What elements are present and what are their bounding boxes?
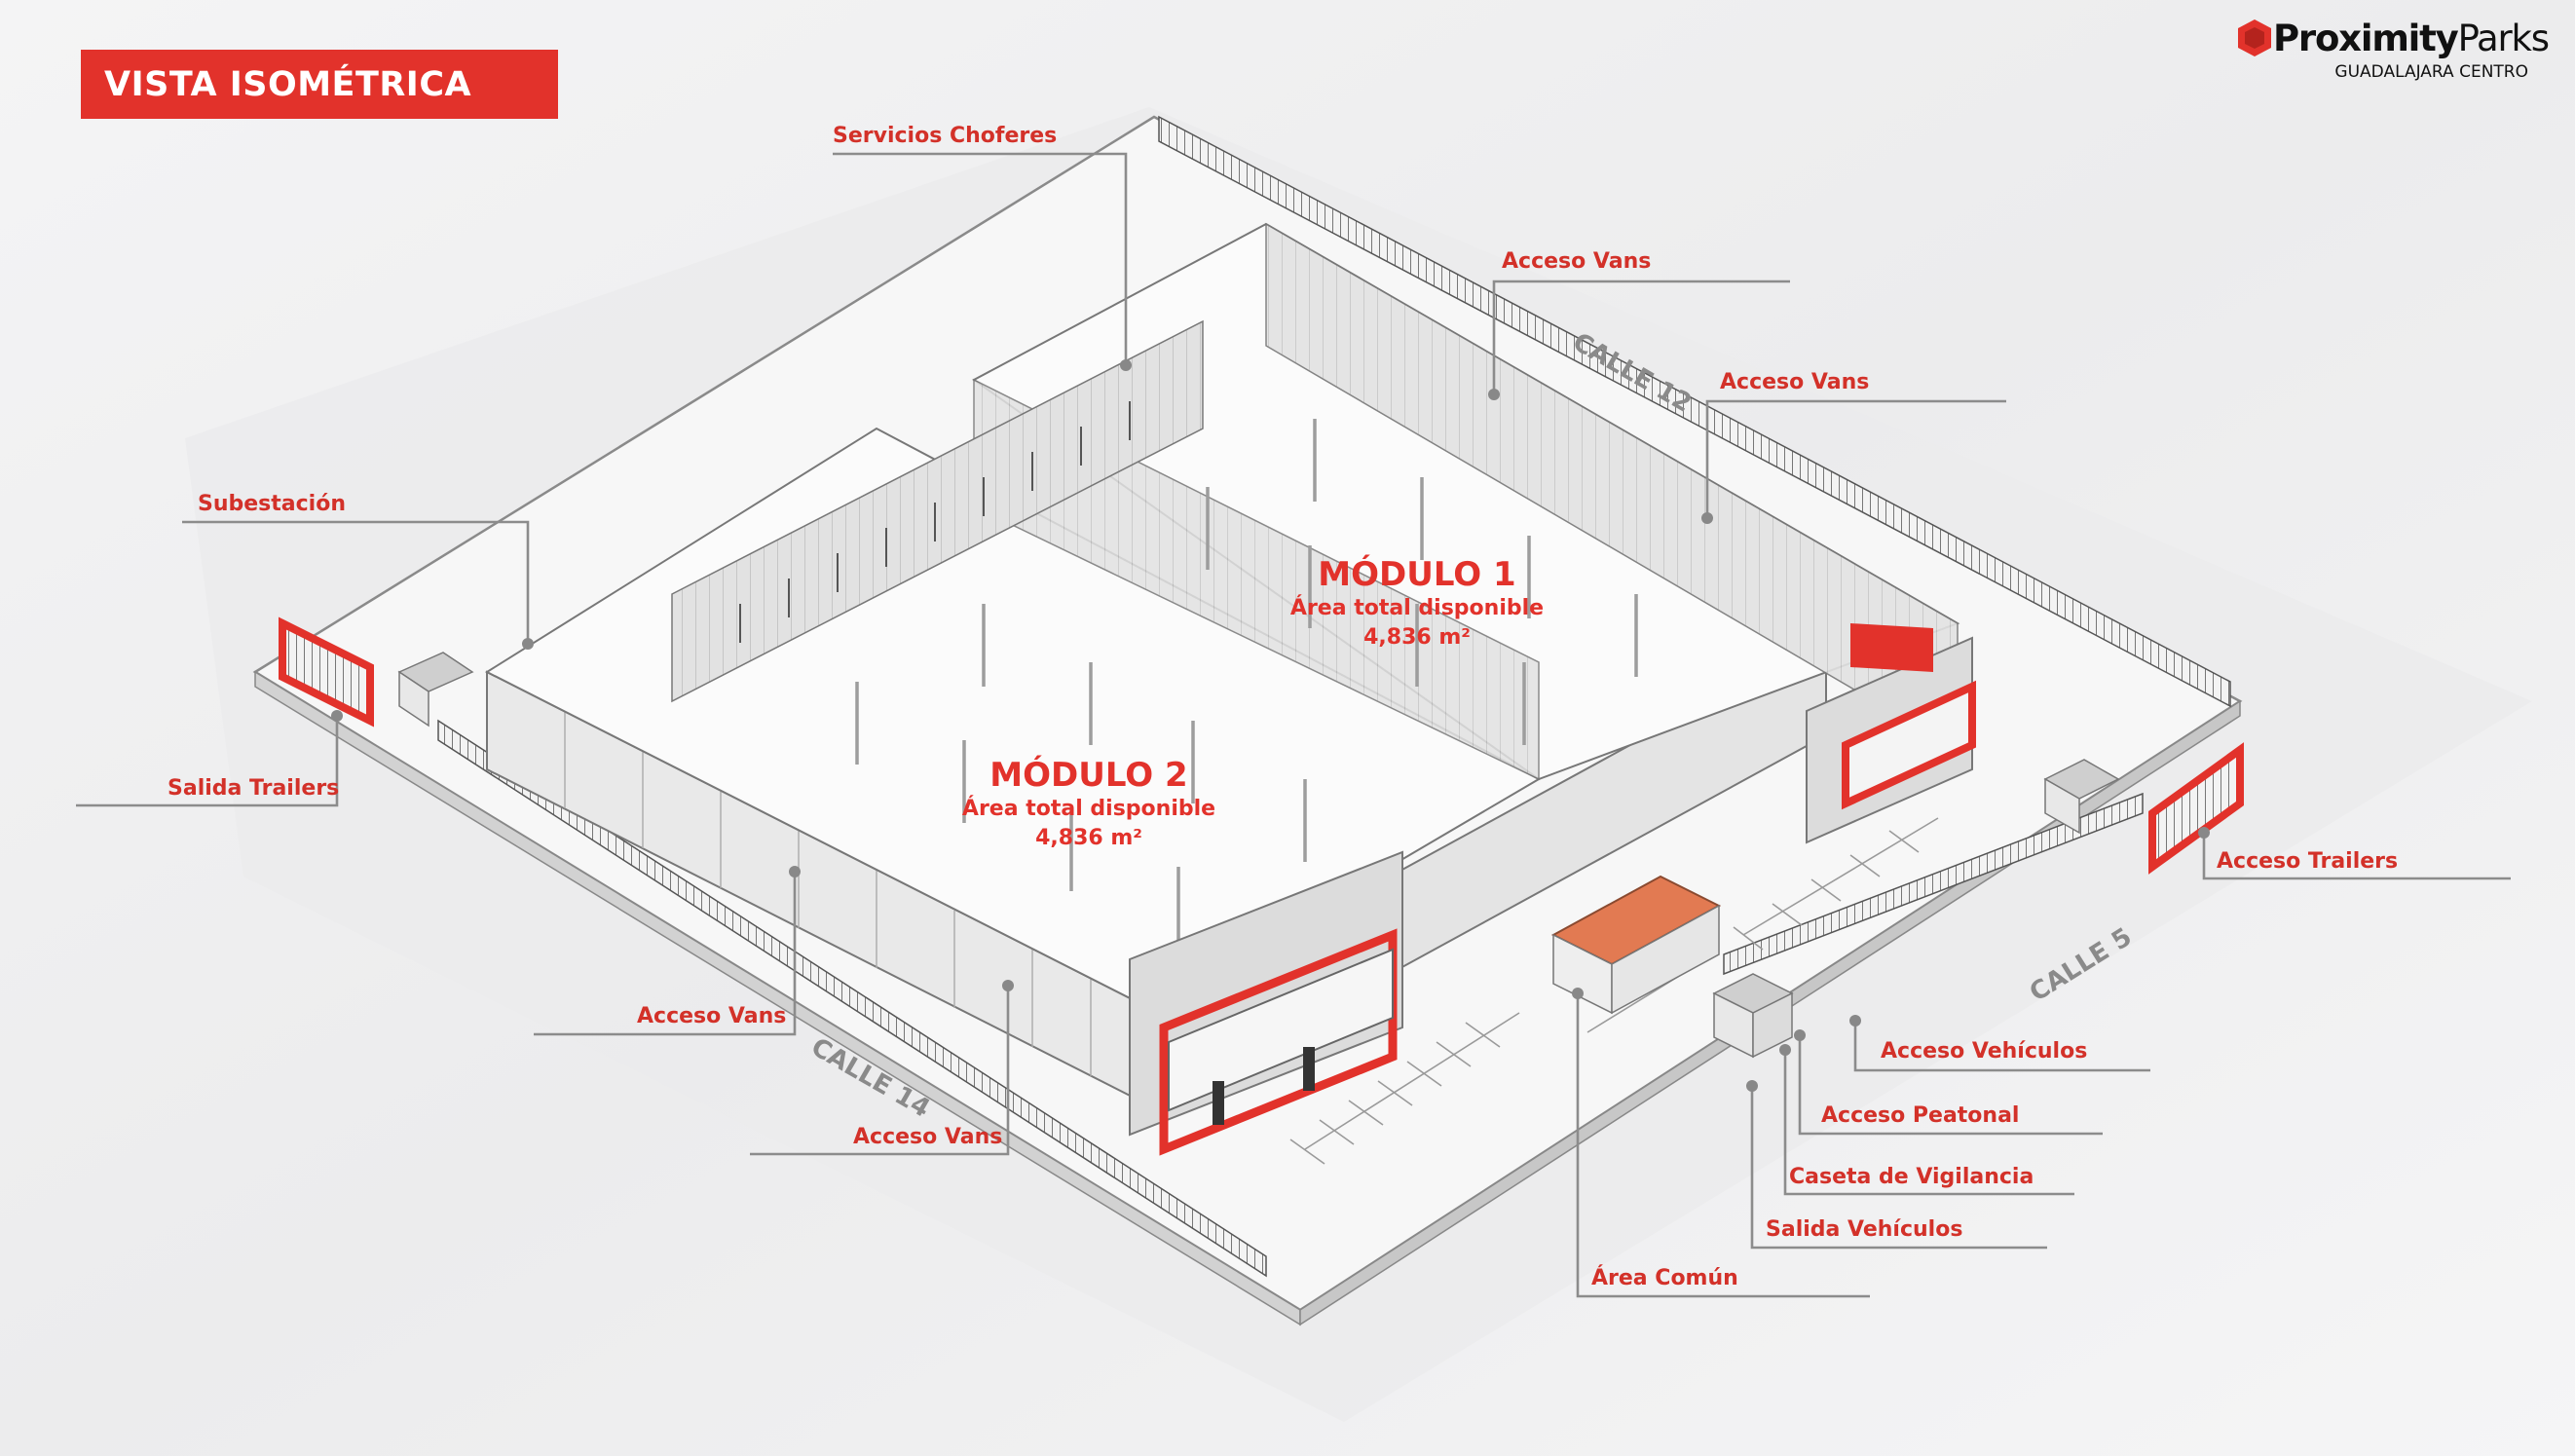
label-salida-vehiculos: Salida Vehículos <box>1766 1217 1963 1242</box>
brand-logo-block: ProximityParks GUADALAJARA CENTRO <box>2236 16 2550 86</box>
leader-endpoints <box>331 359 2210 1092</box>
page-title: VISTA ISOMÉTRICA <box>104 64 472 104</box>
page-title-box: VISTA ISOMÉTRICA <box>81 50 558 119</box>
fence-bottom-right <box>1723 792 2144 976</box>
module2-entrance-canopy <box>1168 948 1394 1112</box>
loading-dock-doors <box>739 401 1131 643</box>
module-2-caption: MÓDULO 2 Área total disponible 4,836 m² <box>943 756 1235 853</box>
module-1-area: 4,836 m² <box>1363 625 1471 650</box>
label-acceso-trailers: Acceso Trailers <box>2217 849 2399 874</box>
module-2-title: MÓDULO 2 <box>989 756 1188 795</box>
trailer-access-gate <box>2148 742 2244 875</box>
module2-entrance-frame <box>1159 928 1398 1156</box>
leader-lines <box>76 152 2511 1298</box>
fence-top-right <box>1158 115 2231 708</box>
label-acceso-vans-left: Acceso Vans <box>637 1004 787 1028</box>
east-guard-booth-wall <box>2044 777 2080 835</box>
guard-house-wall-right <box>1752 991 1793 1059</box>
label-acceso-vehiculos: Acceso Vehículos <box>1881 1039 2088 1064</box>
module-2-area: 4,836 m² <box>1035 826 1142 850</box>
label-area-comun: Área Común <box>1591 1266 1738 1290</box>
label-acceso-peatonal: Acceso Peatonal <box>1821 1103 2020 1128</box>
west-guard-booth-wall <box>398 670 429 728</box>
module2-wall-panels <box>564 711 1092 1076</box>
label-acceso-vans-top: Acceso Vans <box>1502 249 1652 274</box>
module-2-subtitle: Área total disponible <box>961 797 1216 821</box>
label-salida-trailers: Salida Trailers <box>168 776 340 801</box>
module1-entrance-frame <box>1842 680 1976 810</box>
module-1-caption: MÓDULO 1 Área total disponible 4,836 m² <box>1271 555 1563 653</box>
label-acceso-vans-bottom: Acceso Vans <box>853 1125 1003 1149</box>
module1-roof-frame <box>1850 623 1933 672</box>
trailer-exit-gate <box>279 616 374 728</box>
fence-bottom-left <box>437 719 1267 1278</box>
hexagon-logo-icon <box>2238 19 2271 56</box>
label-servicios-choferes: Servicios Choferes <box>833 124 1058 148</box>
label-subestacion: Subestación <box>198 492 346 516</box>
roof-skylights <box>855 419 1638 950</box>
common-area-wall-right <box>1611 904 1720 1015</box>
module2-column-left <box>1213 1081 1224 1125</box>
label-caseta-vigilancia: Caseta de Vigilancia <box>1789 1165 2034 1189</box>
module-1-title: MÓDULO 1 <box>1318 555 1516 594</box>
label-acceso-vans-right: Acceso Vans <box>1720 370 1870 394</box>
module2-column-right <box>1303 1047 1315 1091</box>
loading-dock-wall <box>671 319 1204 703</box>
brand-subtitle: GUADALAJARA CENTRO <box>2334 62 2528 82</box>
brand-name: ProximityParks <box>2273 18 2550 59</box>
module-1-subtitle: Área total disponible <box>1289 596 1545 620</box>
central-divider-wall <box>973 378 1540 781</box>
